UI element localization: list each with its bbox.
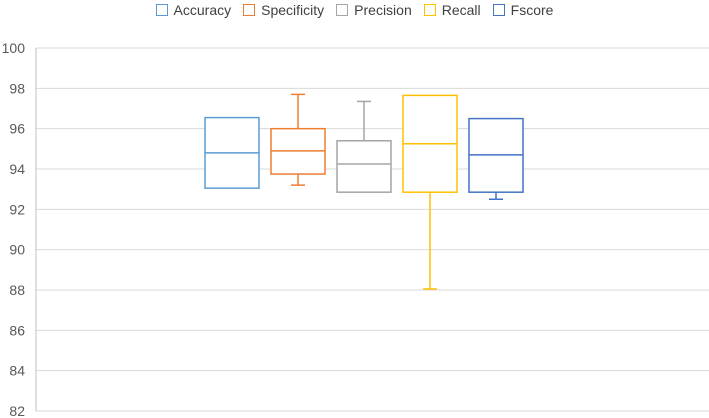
legend: Accuracy Specificity Precision Recall Fscore	[0, 0, 709, 20]
y-tick-label-98: 98	[9, 80, 25, 96]
y-tick-label-100: 100	[2, 40, 26, 56]
legend-label-specificity: Specificity	[261, 2, 325, 18]
legend-label-recall: Recall	[441, 2, 481, 18]
y-tick-label-96: 96	[9, 121, 25, 137]
legend-label-fscore: Fscore	[510, 2, 554, 18]
legend-item-accuracy: Accuracy	[155, 2, 232, 18]
y-axis-ticks: 82 84 86 88 90 92 94 96 98 100	[2, 40, 26, 418]
y-tick-label-84: 84	[9, 363, 25, 379]
legend-swatch-accuracy	[155, 4, 168, 16]
box-accuracy	[204, 116, 260, 189]
legend-item-specificity: Specificity	[243, 2, 324, 18]
box-recall	[402, 94, 458, 290]
gridlines	[36, 47, 709, 412]
y-tick-label-82: 82	[9, 403, 25, 418]
legend-item-precision: Precision	[336, 2, 412, 18]
y-tick-label-92: 92	[9, 201, 25, 217]
legend-swatch-recall	[423, 4, 436, 16]
boxes	[204, 93, 524, 290]
legend-swatch-fscore	[492, 4, 505, 16]
legend-swatch-specificity	[243, 4, 256, 16]
legend-item-recall: Recall	[423, 2, 481, 18]
legend-swatch-precision	[336, 4, 349, 16]
box-precision	[336, 100, 392, 193]
box-fscore	[468, 117, 524, 200]
y-tick-label-90: 90	[9, 242, 25, 258]
legend-item-fscore: Fscore	[492, 2, 554, 18]
y-tick-label-86: 86	[9, 322, 25, 338]
box-body-precision	[336, 140, 392, 193]
box-specificity	[270, 93, 326, 186]
legend-label-precision: Precision	[354, 2, 412, 18]
legend-label-accuracy: Accuracy	[173, 2, 232, 18]
y-tick-label-94: 94	[9, 161, 25, 177]
y-tick-label-88: 88	[9, 282, 25, 298]
